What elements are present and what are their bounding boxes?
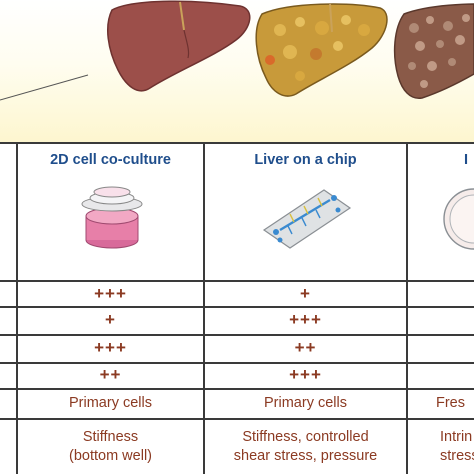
cirrhotic-liver-icon	[393, 3, 474, 99]
column-divider	[406, 142, 408, 474]
cell-chip-row-1: +	[300, 284, 311, 303]
cell-2d-row-1: +++	[94, 284, 127, 303]
comparison-table	[0, 142, 474, 474]
cell-2d-row-3: +++	[94, 338, 127, 357]
cell-2d-row-4: ++	[99, 365, 122, 384]
row-divider	[0, 306, 474, 308]
cell-chip-row-2: +++	[289, 310, 322, 329]
cell-partial-cell-source: Fres	[436, 395, 465, 411]
table-top-border	[0, 142, 474, 144]
column-header-2d-co-culture: 2D cell co-culture	[50, 152, 171, 168]
cell-2d-mechanics: Stiffness (bottom well)	[69, 429, 152, 464]
pointer-line	[0, 74, 89, 101]
row-divider	[0, 418, 474, 420]
row-divider	[0, 334, 474, 336]
healthy-liver-icon	[107, 0, 251, 92]
column-header-liver-on-chip: Liver on a chip	[254, 152, 357, 168]
liver-progression-banner	[0, 0, 474, 142]
column-divider	[203, 142, 205, 474]
cell-chip-mechanics: Stiffness, controlled shear stress, pres…	[233, 429, 378, 464]
fatty-liver-icon	[255, 3, 388, 97]
cell-partial-mechanics: Intrin stress	[440, 429, 474, 464]
row-divider	[0, 388, 474, 390]
cell-2d-cell-source: Primary cells	[69, 395, 152, 411]
petri-dish-icon	[443, 188, 474, 250]
cell-2d-row-2: +	[105, 310, 116, 329]
culture-dish-icon	[81, 186, 143, 249]
column-header-partial: I	[464, 152, 469, 168]
microfluidic-chip-icon	[262, 189, 352, 249]
cell-chip-row-4: +++	[289, 365, 322, 384]
column-divider	[16, 142, 18, 474]
banner-illustration	[0, 0, 474, 101]
row-divider	[0, 362, 474, 364]
cell-chip-cell-source: Primary cells	[264, 395, 347, 411]
row-divider	[0, 280, 474, 282]
cell-chip-row-3: ++	[294, 338, 317, 357]
